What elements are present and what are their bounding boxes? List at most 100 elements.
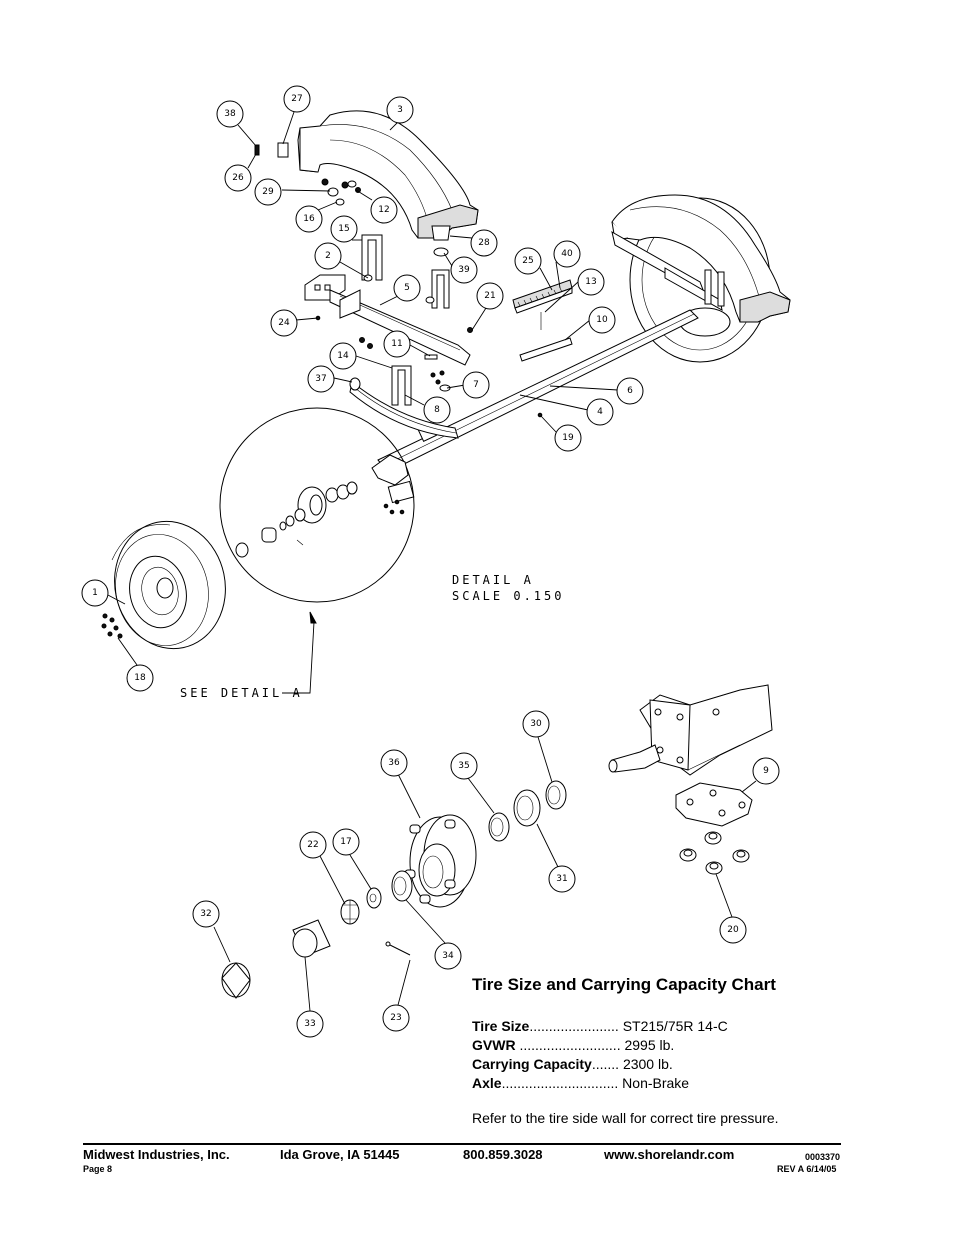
spindle-assembly [608,684,773,776]
callout-2: 2 [314,242,342,270]
svg-text:12: 12 [378,205,389,215]
wheel-assembly [101,520,226,650]
spec-value: 2995 lb. [624,1037,675,1053]
footer-part-number: 0003370 [805,1152,841,1162]
svg-text:2: 2 [325,251,331,261]
frame-hanger [304,274,471,366]
svg-text:17: 17 [340,837,351,847]
svg-text:30: 30 [530,719,542,729]
callout-18: 18 [126,664,154,692]
callout-8: 8 [423,396,451,424]
detail-label-line2: SCALE 0.150 [452,589,564,603]
svg-text:4: 4 [597,407,603,417]
spec-label: GVWR [472,1037,516,1053]
callout-30: 30 [522,710,550,738]
svg-text:33: 33 [304,1019,315,1029]
spec-value: ST215/75R 14-C [622,1018,728,1034]
callout-19: 19 [554,424,582,452]
callout-27: 27 [283,85,311,113]
svg-text:20: 20 [727,925,739,935]
footer-company: Midwest Industries, Inc. [83,1147,230,1162]
right-spring-assembly [611,231,725,311]
callout-36: 36 [380,749,408,777]
callout-9: 9 [752,757,780,785]
callout-40: 40 [553,240,581,268]
callout-3: 3 [386,96,414,124]
callout-5: 5 [393,274,421,302]
spec-dots: ....................... [529,1018,619,1034]
svg-text:29: 29 [262,187,274,197]
footer-revision: REV A 6/14/05 [777,1164,837,1174]
svg-text:9: 9 [763,766,769,776]
detail-label-line1: DETAIL A [452,573,534,587]
svg-text:22: 22 [307,840,318,850]
svg-text:11: 11 [391,339,402,349]
leaf-spring [349,377,459,439]
small-hardware [254,142,543,418]
svg-text:24: 24 [278,318,290,328]
spec-label: Axle [472,1075,502,1091]
callout-24: 24 [270,309,298,337]
svg-text:1: 1 [92,588,98,598]
callout-38: 38 [216,100,244,128]
svg-text:36: 36 [388,758,400,768]
callouts: 38 27 3 26 29 16 12 15 28 2 39 25 40 13 … [81,85,780,1038]
spec-label: Tire Size [472,1018,530,1034]
callout-7: 7 [462,371,490,399]
bumper-pad [512,279,573,362]
svg-text:27: 27 [291,94,302,104]
footer-page-number: Page 8 [83,1164,113,1174]
svg-text:32: 32 [200,909,211,919]
svg-text:31: 31 [556,874,567,884]
callout-39: 39 [450,256,478,284]
svg-text:37: 37 [315,374,326,384]
hub [404,814,477,908]
svg-text:40: 40 [561,249,573,259]
callout-6: 6 [616,377,644,405]
svg-text:34: 34 [442,951,454,961]
spec-value: 2300 lb. [622,1056,673,1072]
svg-text:25: 25 [522,256,533,266]
spec-dots: .............................. [501,1075,619,1091]
footer-phone: 800.859.3028 [463,1147,543,1162]
svg-text:15: 15 [338,224,349,234]
tie-plate [675,782,753,827]
svg-text:13: 13 [585,277,596,287]
lug-nuts [679,831,750,875]
spec-row-axle: Axle.............................. Non-B… [472,1074,852,1093]
callout-21: 21 [476,282,504,310]
callout-15: 15 [330,215,358,243]
spec-dots: .......................... [519,1037,621,1053]
svg-text:8: 8 [434,405,440,415]
callout-10: 10 [588,306,616,334]
callout-28: 28 [470,229,498,257]
callout-1: 1 [81,579,109,607]
footer-divider [83,1143,841,1145]
spec-label: Carrying Capacity [472,1056,592,1072]
spec-dots: ....... [591,1056,620,1072]
callout-11: 11 [383,330,411,358]
callout-34: 34 [434,942,462,970]
callout-25: 25 [514,247,542,275]
callout-29: 29 [254,178,282,206]
svg-text:3: 3 [397,105,403,115]
spec-row-gvwr: GVWR .......................... 2995 lb. [472,1036,852,1055]
hub-hardware [221,870,413,999]
spec-row-carrying-capacity: Carrying Capacity....... 2300 lb. [472,1055,852,1074]
svg-text:7: 7 [473,380,479,390]
capacity-chart: Tire Size and Carrying Capacity Chart Ti… [472,975,852,1126]
svg-text:39: 39 [458,265,470,275]
see-detail-label: SEE DETAIL A [180,686,303,700]
callout-26: 26 [224,164,252,192]
capacity-chart-title: Tire Size and Carrying Capacity Chart [472,975,776,994]
svg-text:10: 10 [596,315,608,325]
callout-16: 16 [295,205,323,233]
spec-value: Non-Brake [622,1075,690,1091]
footer-location: Ida Grove, IA 51445 [280,1147,400,1162]
callout-31: 31 [548,865,576,893]
callout-32: 32 [192,900,220,928]
callout-12: 12 [370,196,398,224]
tire-pressure-note: Refer to the tire side wall for correct … [472,1110,779,1126]
svg-text:35: 35 [458,761,469,771]
